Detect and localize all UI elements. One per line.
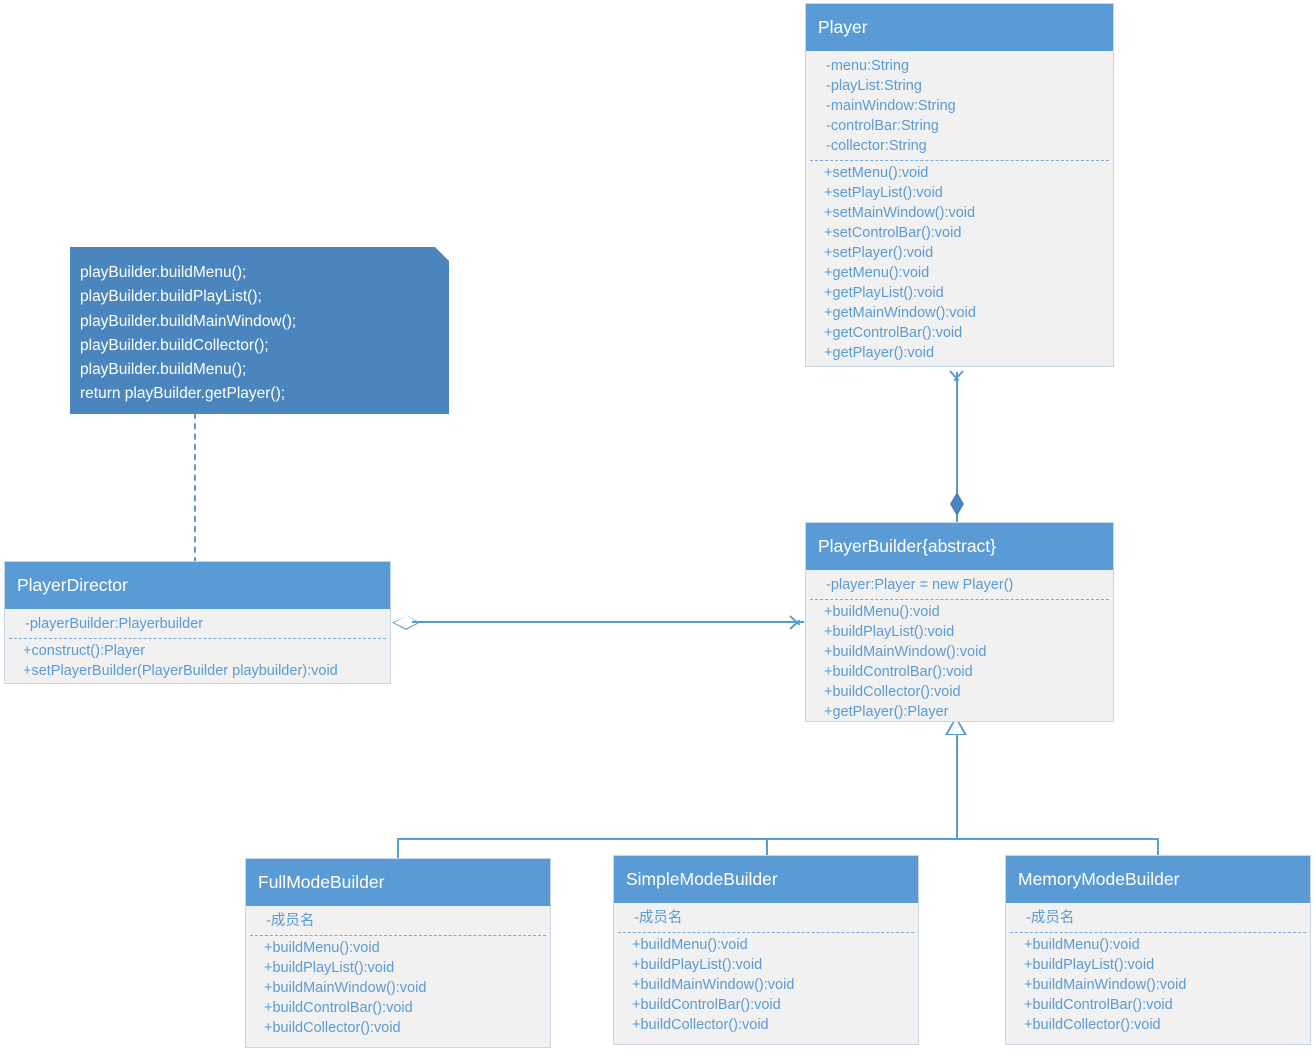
edge-generalization-drop-memorymode — [1157, 838, 1159, 857]
compartment-separator — [810, 599, 1109, 600]
edge-generalization-drop-fullmode — [397, 838, 399, 860]
attributes-compartment-player: -menu:String -playList:String -mainWindo… — [806, 56, 1113, 159]
methods-compartment-player: +setMenu():void +setPlayList():void +set… — [806, 163, 1113, 363]
edge-note-to-playerdirector — [194, 413, 196, 563]
attributes-compartment-playerbuilder: -player:Player = new Player() — [806, 575, 1113, 598]
edge-generalization-drop-simplemode — [766, 838, 768, 857]
class-body-playerbuilder: -player:Player = new Player() +buildMenu… — [806, 570, 1113, 728]
methods-compartment-playerdirector: +construct():Player +setPlayerBuilder(Pl… — [5, 641, 390, 681]
method-row: +getPlayList():void — [824, 285, 944, 301]
edge-generalization-bus — [397, 838, 1159, 840]
class-name-playerdirector: PlayerDirector — [5, 562, 390, 609]
method-row: +setControlBar():void — [824, 225, 962, 241]
edge-playerbuilder-to-player — [956, 372, 958, 522]
class-name-simplemodebuilder: SimpleModeBuilder — [614, 856, 918, 903]
method-row: +buildMainWindow():void — [1024, 977, 1187, 993]
attributes-compartment-simplemodebuilder: -成员名 — [614, 908, 918, 931]
attribute-row: -collector:String — [826, 138, 927, 154]
open-arrow-to-playerbuilder — [789, 614, 805, 630]
compartment-separator — [1010, 932, 1306, 933]
method-row: +construct():Player — [23, 643, 146, 659]
compartment-separator — [618, 932, 914, 933]
attribute-row: -mainWindow:String — [826, 98, 956, 114]
method-row: +buildMenu():void — [1024, 937, 1140, 953]
method-row: +buildControlBar():void — [824, 664, 973, 680]
class-box-player[interactable]: Player -menu:String -playList:String -ma… — [805, 3, 1114, 367]
note-line: return playBuilder.getPlayer(); — [80, 385, 286, 403]
methods-compartment-fullmodebuilder: +buildMenu():void +buildPlayList():void … — [246, 938, 550, 1038]
class-name-playerbuilder: PlayerBuilder{abstract} — [806, 523, 1113, 570]
class-body-simplemodebuilder: -成员名 +buildMenu():void +buildPlayList():… — [614, 903, 918, 1041]
method-row: +buildCollector():void — [824, 684, 961, 700]
methods-compartment-playerbuilder: +buildMenu():void +buildPlayList():void … — [806, 602, 1113, 722]
class-box-playerdirector[interactable]: PlayerDirector -playerBuilder:Playerbuil… — [4, 561, 391, 684]
method-row: +getPlayer():Player — [824, 704, 949, 720]
method-row: +buildControlBar():void — [264, 1000, 413, 1016]
method-row: +buildPlayList():void — [824, 624, 955, 640]
note-line: playBuilder.buildMenu(); — [80, 361, 247, 379]
attribute-row: -成员名 — [266, 913, 315, 929]
compartment-separator — [810, 160, 1109, 161]
method-row: +buildMenu():void — [824, 604, 940, 620]
methods-compartment-memorymodebuilder: +buildMenu():void +buildPlayList():void … — [1006, 935, 1310, 1035]
class-box-simplemodebuilder[interactable]: SimpleModeBuilder -成员名 +buildMenu():void… — [613, 855, 919, 1045]
compartment-separator — [9, 638, 386, 639]
method-row: +getMenu():void — [824, 265, 930, 281]
methods-compartment-simplemodebuilder: +buildMenu():void +buildPlayList():void … — [614, 935, 918, 1035]
method-row: +buildPlayList():void — [264, 960, 395, 976]
method-row: +buildControlBar():void — [632, 997, 781, 1013]
method-row: +getPlayer():void — [824, 345, 935, 361]
note-line: playBuilder.buildCollector(); — [80, 336, 269, 354]
note-line: playBuilder.buildMenu(); — [80, 264, 247, 281]
method-row: +getControlBar():void — [824, 325, 963, 341]
method-row: +buildMenu():void — [264, 940, 380, 956]
attributes-compartment-fullmodebuilder: -成员名 — [246, 911, 550, 934]
compartment-separator — [250, 935, 546, 936]
method-row: +buildPlayList():void — [1024, 957, 1155, 973]
edge-playerdirector-to-playerbuilder — [412, 621, 804, 623]
method-row: +buildCollector():void — [1024, 1017, 1161, 1033]
attribute-row: -menu:String — [826, 58, 910, 74]
class-name-memorymodebuilder: MemoryModeBuilder — [1006, 856, 1310, 903]
class-name-fullmodebuilder: FullModeBuilder — [246, 859, 550, 906]
class-body-playerdirector: -playerBuilder:Playerbuilder +construct(… — [5, 609, 390, 687]
class-body-fullmodebuilder: -成员名 +buildMenu():void +buildPlayList():… — [246, 906, 550, 1044]
note-line: playBuilder.buildPlayList(); — [80, 288, 262, 306]
class-box-playerbuilder[interactable]: PlayerBuilder{abstract} -player:Player =… — [805, 522, 1114, 722]
attribute-row: -playList:String — [826, 78, 922, 94]
method-row: +buildControlBar():void — [1024, 997, 1173, 1013]
method-row: +setMenu():void — [824, 165, 929, 181]
class-body-memorymodebuilder: -成员名 +buildMenu():void +buildPlayList():… — [1006, 903, 1310, 1041]
attribute-row: -playerBuilder:Playerbuilder — [25, 616, 204, 632]
class-box-memorymodebuilder[interactable]: MemoryModeBuilder -成员名 +buildMenu():void… — [1005, 855, 1311, 1045]
method-row: +setPlayerBuilder(PlayerBuilder playbuil… — [23, 663, 338, 679]
method-row: +buildMainWindow():void — [824, 644, 987, 660]
note-line: playBuilder.buildMainWindow(); — [80, 312, 297, 330]
class-box-fullmodebuilder[interactable]: FullModeBuilder -成员名 +buildMenu():void +… — [245, 858, 551, 1048]
method-row: +setPlayer():void — [824, 245, 934, 261]
method-row: +buildMainWindow():void — [264, 980, 427, 996]
attributes-compartment-memorymodebuilder: -成员名 — [1006, 908, 1310, 931]
attribute-row: -player:Player = new Player() — [826, 577, 1014, 593]
attribute-row: -controlBar:String — [826, 118, 939, 134]
class-name-player: Player — [806, 4, 1113, 51]
note-construct-pseudocode: playBuilder.buildMenu(); playBuilder.bui… — [70, 247, 449, 414]
method-row: +getMainWindow():void — [824, 305, 976, 321]
filled-diamond-composition — [950, 492, 964, 516]
attribute-row: -成员名 — [634, 910, 683, 926]
method-row: +setMainWindow():void — [824, 205, 976, 221]
method-row: +buildCollector():void — [264, 1020, 401, 1036]
method-row: +buildMenu():void — [632, 937, 748, 953]
attribute-row: -成员名 — [1026, 910, 1075, 926]
method-row: +setPlayList():void — [824, 185, 943, 201]
method-row: +buildPlayList():void — [632, 957, 763, 973]
method-row: +buildCollector():void — [632, 1017, 769, 1033]
edge-generalization-trunk — [956, 734, 958, 839]
method-row: +buildMainWindow():void — [632, 977, 795, 993]
class-body-player: -menu:String -playList:String -mainWindo… — [806, 51, 1113, 369]
attributes-compartment-playerdirector: -playerBuilder:Playerbuilder — [5, 614, 390, 637]
